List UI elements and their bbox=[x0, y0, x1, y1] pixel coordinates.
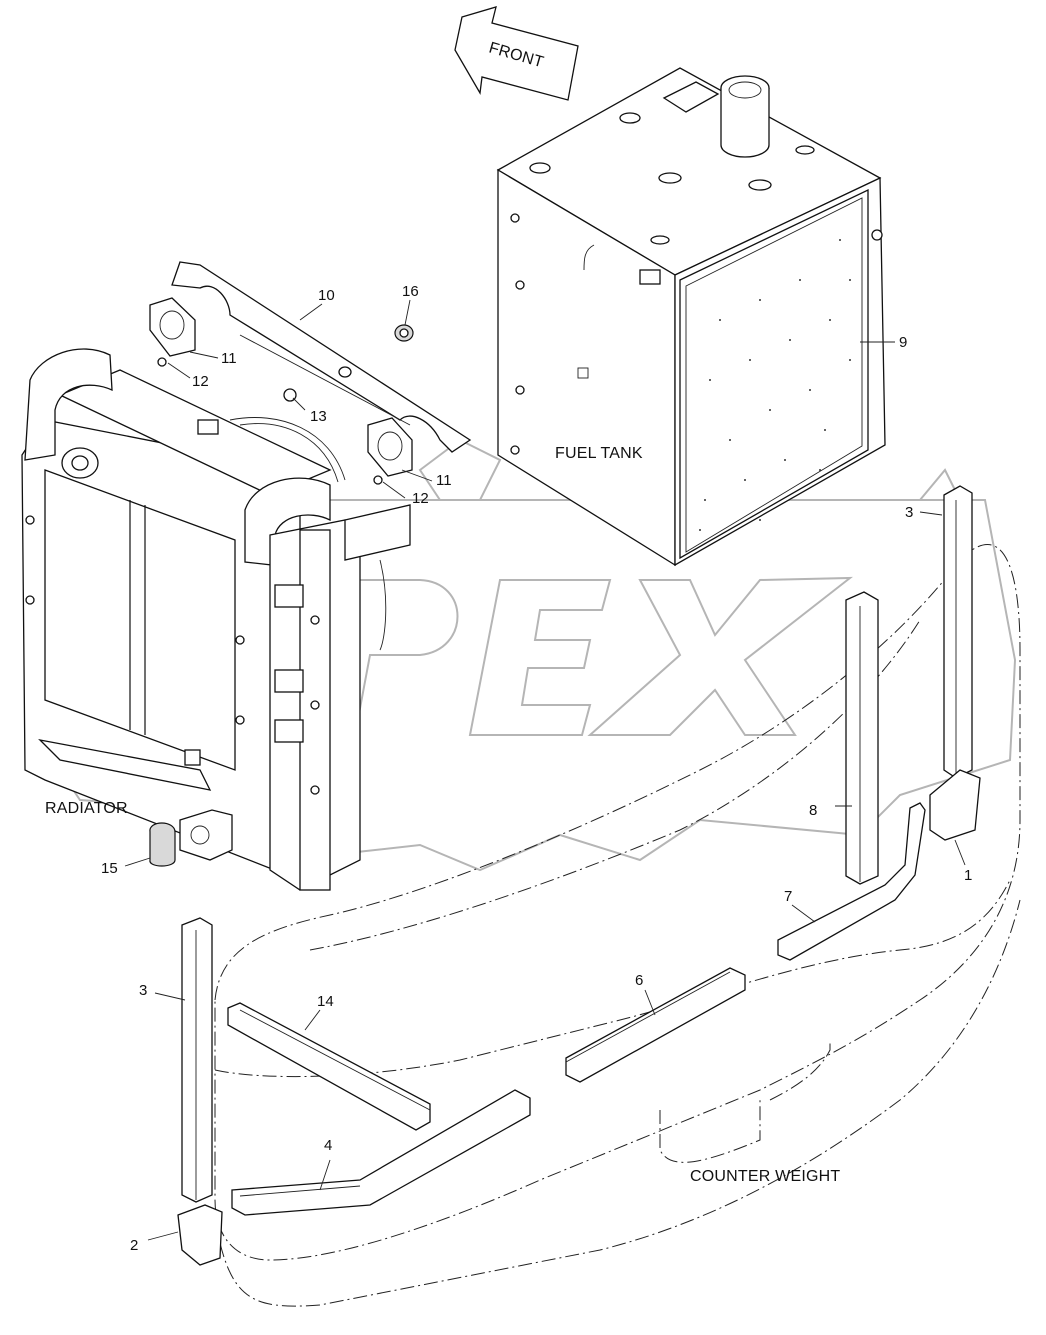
callout-10: 10 bbox=[318, 287, 335, 304]
leader-lines bbox=[124, 299, 966, 1241]
callout-12-lower: 12 bbox=[412, 490, 429, 507]
part-11-brackets bbox=[149, 297, 413, 477]
part-2-block bbox=[177, 1204, 223, 1266]
counter-weight: COUNTER WEIGHT bbox=[214, 544, 1021, 1307]
callout-16: 16 bbox=[402, 283, 419, 300]
callout-2: 2 bbox=[130, 1237, 138, 1254]
callout-1: 1 bbox=[964, 867, 972, 884]
fuel-tank-label: FUEL TANK bbox=[555, 445, 643, 462]
part-3-left-bar bbox=[181, 917, 213, 1203]
callout-3-right: 3 bbox=[905, 504, 913, 521]
tank-mesh-panel bbox=[679, 188, 869, 560]
radiator-assembly: RADIATOR bbox=[21, 348, 411, 891]
radiator-label: RADIATOR bbox=[45, 800, 128, 817]
part-10-cover bbox=[171, 261, 472, 453]
callouts: 10 16 11 12 13 11 12 9 3 8 1 7 15 6 3 14… bbox=[101, 283, 972, 1254]
callout-11-lower: 11 bbox=[436, 472, 452, 489]
callout-6: 6 bbox=[635, 972, 643, 989]
callout-15: 15 bbox=[101, 860, 118, 877]
fuel-tank: FUEL TANK bbox=[496, 67, 886, 567]
front-arrow: FRONT bbox=[454, 6, 579, 101]
part-7-bar bbox=[777, 802, 926, 961]
part-3-right-bar bbox=[943, 485, 973, 779]
callout-14: 14 bbox=[317, 993, 334, 1010]
callout-8: 8 bbox=[809, 802, 817, 819]
part-1-block bbox=[929, 769, 981, 841]
hardware-parts bbox=[149, 324, 414, 867]
part-4-bar bbox=[231, 1089, 531, 1216]
callout-13: 13 bbox=[310, 408, 327, 425]
callout-3-left: 3 bbox=[139, 982, 147, 999]
callout-9: 9 bbox=[899, 334, 907, 351]
part-6-bar bbox=[565, 967, 746, 1083]
callout-7: 7 bbox=[784, 888, 792, 905]
callout-4: 4 bbox=[324, 1137, 332, 1154]
part-8-bar bbox=[845, 591, 879, 885]
callout-12-upper: 12 bbox=[192, 373, 209, 390]
counter-weight-label: COUNTER WEIGHT bbox=[690, 1168, 840, 1185]
part-14-bar bbox=[227, 1002, 431, 1131]
callout-11-upper: 11 bbox=[221, 350, 237, 367]
